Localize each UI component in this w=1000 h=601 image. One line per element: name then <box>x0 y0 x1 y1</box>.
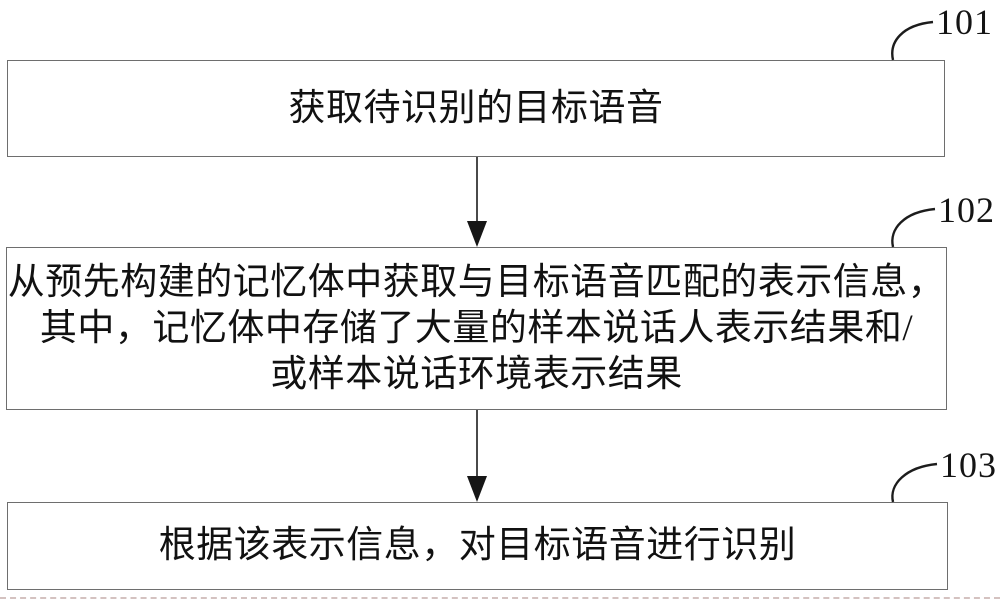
step-101-text: 获取待识别的目标语音 <box>288 87 664 129</box>
step-box-103: 根据该表示信息，对目标语音进行识别 <box>7 502 948 590</box>
ref-label-102: 102 <box>938 190 995 230</box>
ref-label-101: 101 <box>936 2 993 42</box>
leader-line-102 <box>891 207 936 248</box>
flow-arrow-2-shaft <box>476 410 478 480</box>
arrowhead-down-icon <box>467 221 487 247</box>
leader-line-103 <box>891 462 938 503</box>
arrowhead-down-icon <box>467 476 487 502</box>
step-box-101: 获取待识别的目标语音 <box>7 60 945 157</box>
ref-label-103: 103 <box>940 445 997 485</box>
step-103-text: 根据该表示信息，对目标语音进行识别 <box>158 525 797 566</box>
flow-arrow-1-shaft <box>476 157 478 225</box>
step-102-text-line2: 其中，记忆体中存储了大量的样本说话人表示结果和/ <box>39 307 914 349</box>
step-102-text-line3: 或样本说话环境表示结果 <box>270 353 683 395</box>
leader-line-101 <box>891 20 934 61</box>
step-102-text-line1: 从预先构建的记忆体中获取与目标语音匹配的表示信息， <box>7 261 946 303</box>
step-box-102: 从预先构建的记忆体中获取与目标语音匹配的表示信息， 其中，记忆体中存储了大量的样… <box>6 247 947 410</box>
scan-artifact-line <box>0 597 1000 599</box>
